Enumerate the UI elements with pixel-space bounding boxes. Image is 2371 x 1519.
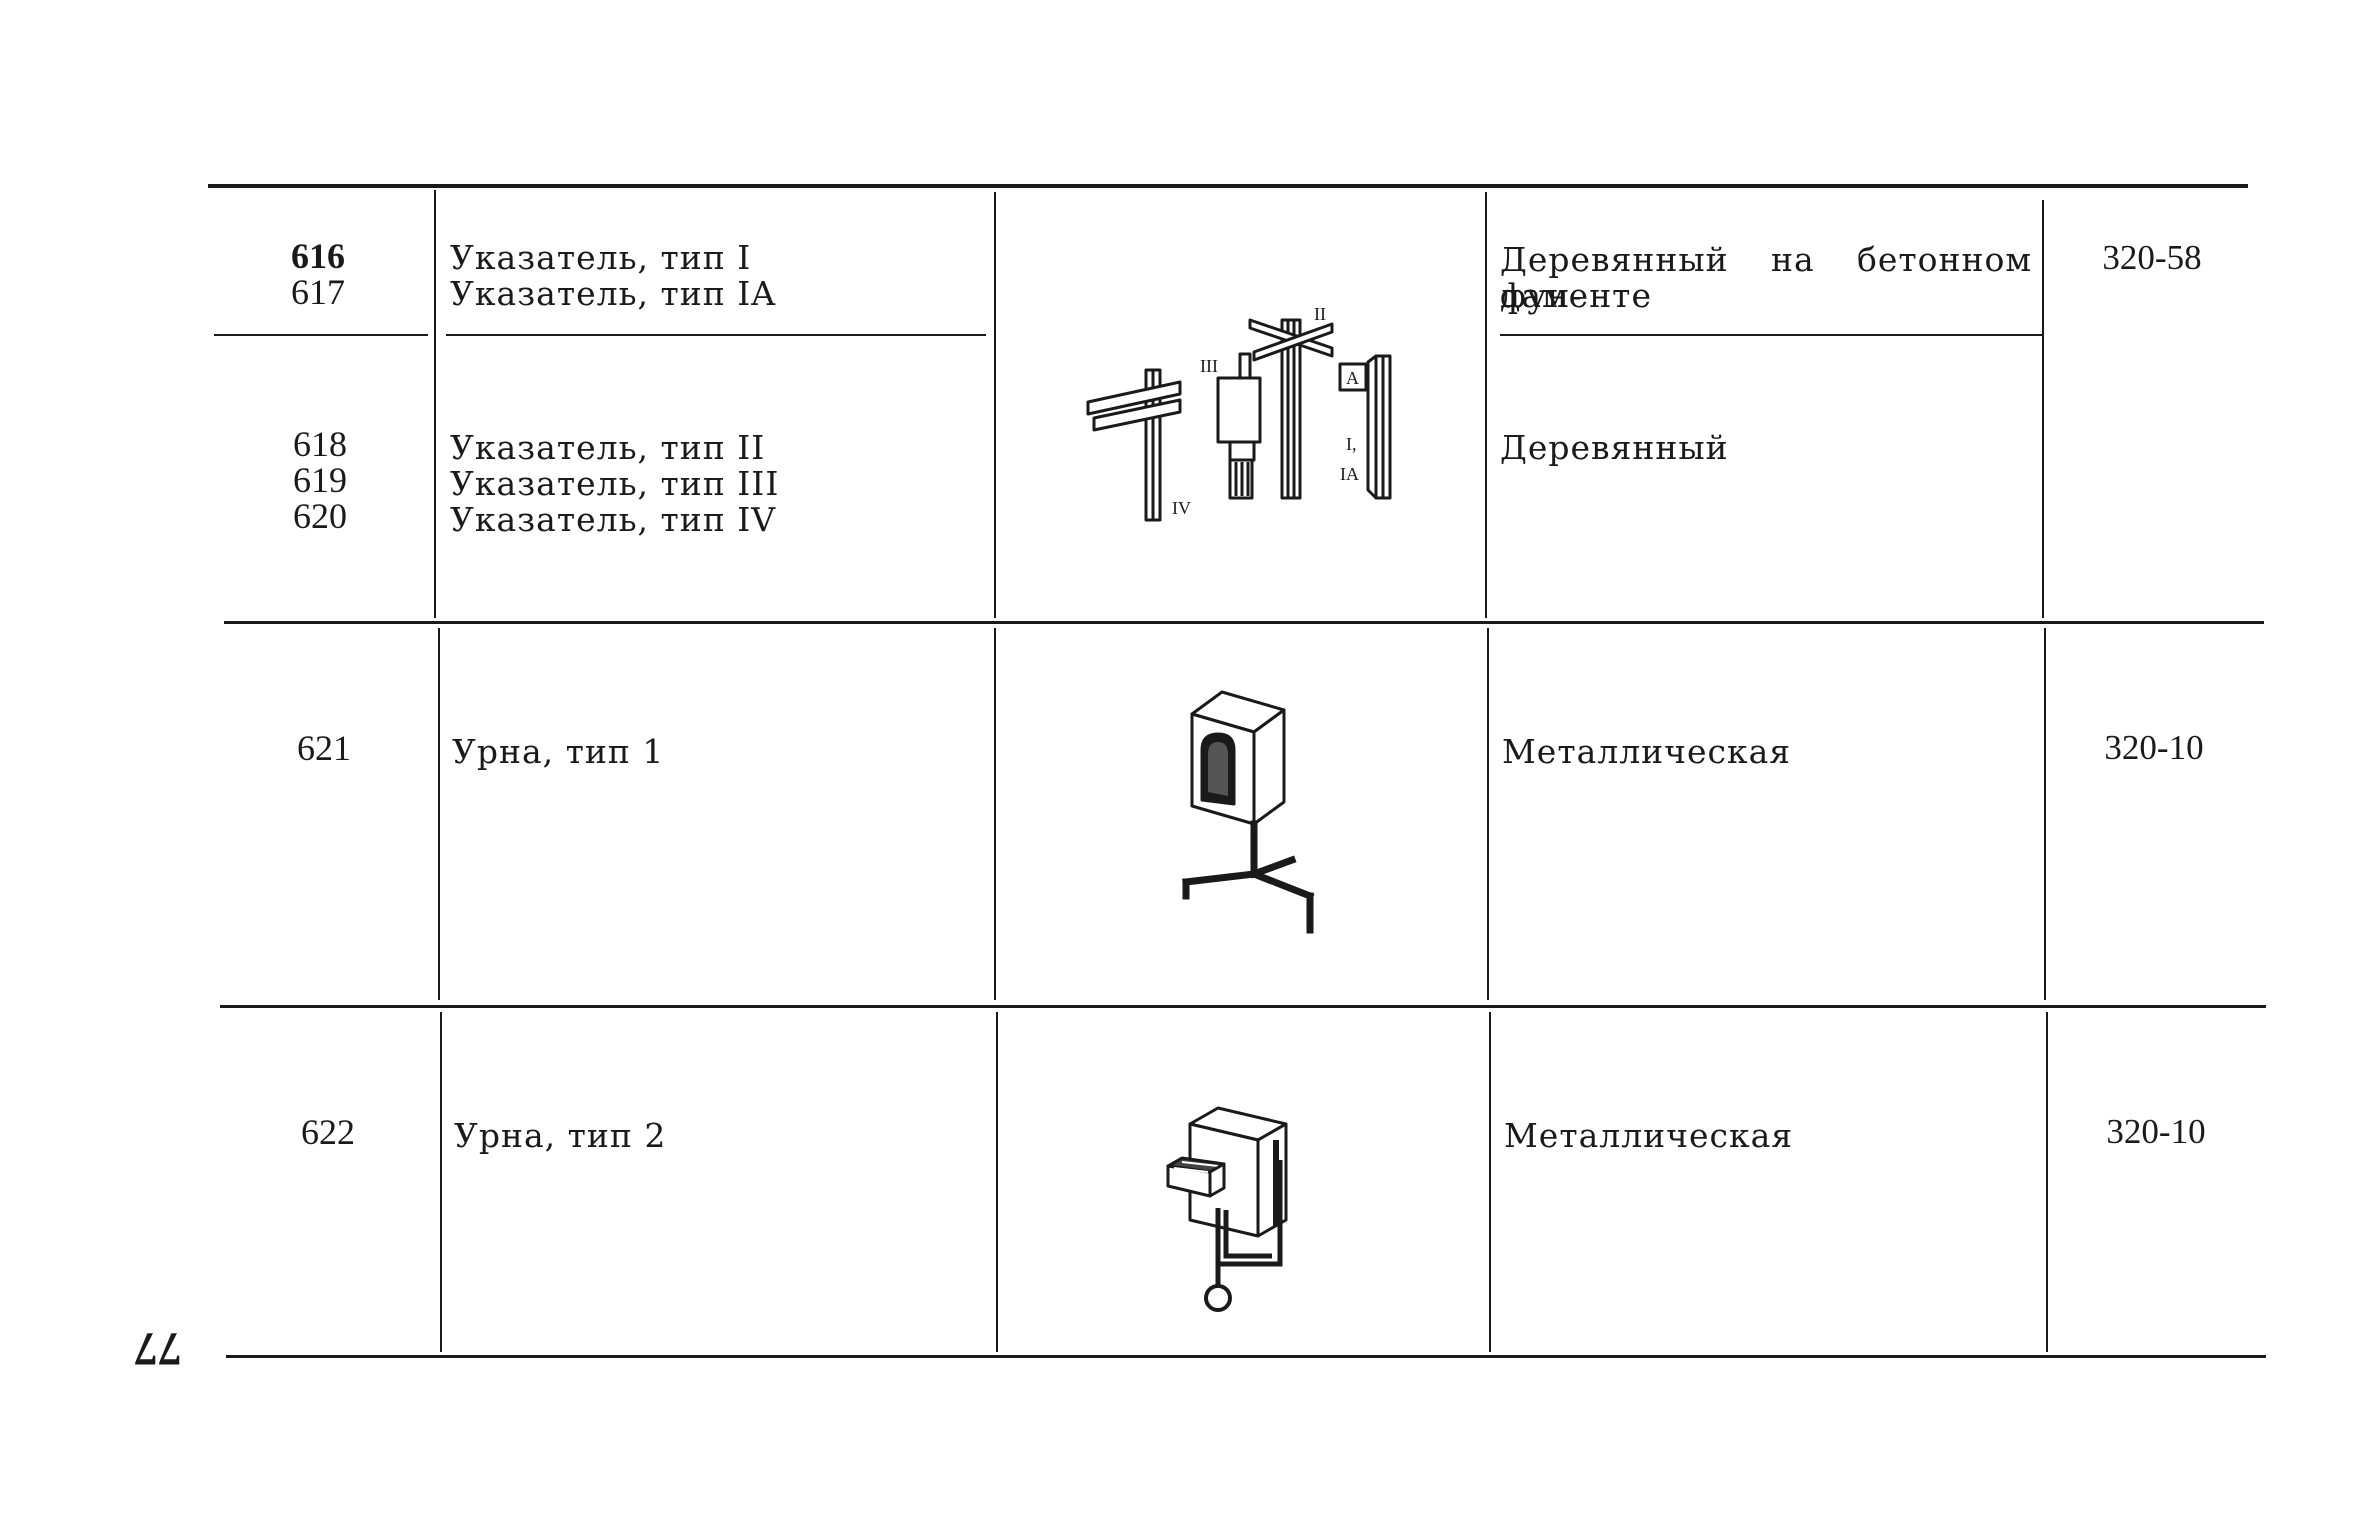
column-line (1487, 628, 1489, 1000)
row-divider-616-618-number (214, 334, 428, 336)
table-bottom-rule (226, 1355, 2266, 1358)
item-number: 616 (291, 236, 345, 276)
standard-code: 320-10 (2106, 1112, 2206, 1151)
column-line (994, 192, 996, 618)
row-divider-620-621 (224, 621, 2264, 624)
material-text: даменте (1500, 276, 1652, 315)
urn-type-1-illustration (1182, 690, 1315, 934)
item-number: 622 (301, 1112, 355, 1152)
item-name: Урна, тип 2 (454, 1116, 667, 1155)
item-number: 618 (293, 424, 347, 464)
column-line (434, 190, 436, 618)
urn-type-2-illustration (1166, 1106, 1288, 1312)
column-line (438, 628, 440, 1000)
material-text: Деревянный (1500, 428, 1729, 467)
item-name: Указатель, тип III (450, 464, 780, 503)
item-number: 620 (293, 496, 347, 536)
item-number: 619 (293, 460, 347, 500)
standard-code: 320-10 (2104, 728, 2204, 767)
column-line (1485, 192, 1487, 618)
row-divider-621-622 (220, 1005, 2266, 1008)
sign-posts-illustration: III II A I, IA IV (1086, 304, 1392, 522)
table-top-rule (208, 184, 2248, 188)
item-name: Указатель, тип I (450, 238, 752, 277)
item-number: 617 (291, 272, 345, 312)
column-line (2042, 200, 2044, 618)
column-line (996, 1012, 998, 1352)
label-type-iv: IV (1172, 498, 1191, 518)
column-line (440, 1012, 442, 1352)
label-type-a: A (1346, 368, 1359, 388)
row-divider-616-618-material (1500, 334, 2042, 336)
label-type-ia: IA (1340, 464, 1359, 484)
item-name: Урна, тип 1 (452, 732, 665, 771)
label-type-iii: III (1200, 356, 1218, 376)
column-line (1489, 1012, 1491, 1352)
item-name: Указатель, тип IA (450, 274, 777, 313)
label-type-ii: II (1314, 304, 1326, 324)
item-number: 621 (297, 728, 351, 768)
material-text: Металлическая (1502, 732, 1792, 771)
column-line (2044, 628, 2046, 1000)
column-line (994, 628, 996, 1000)
material-text: Деревянный на бетонном фун- (1500, 240, 2032, 315)
item-name: Указатель, тип II (450, 428, 766, 467)
page-number: 77 (134, 1322, 182, 1375)
label-type-i: I, (1346, 434, 1357, 454)
column-line (2046, 1012, 2048, 1352)
row-divider-616-618-name (446, 334, 986, 336)
item-name: Указатель, тип IV (450, 500, 777, 539)
standard-code: 320-58 (2102, 238, 2202, 277)
material-text: Металлическая (1504, 1116, 1794, 1155)
